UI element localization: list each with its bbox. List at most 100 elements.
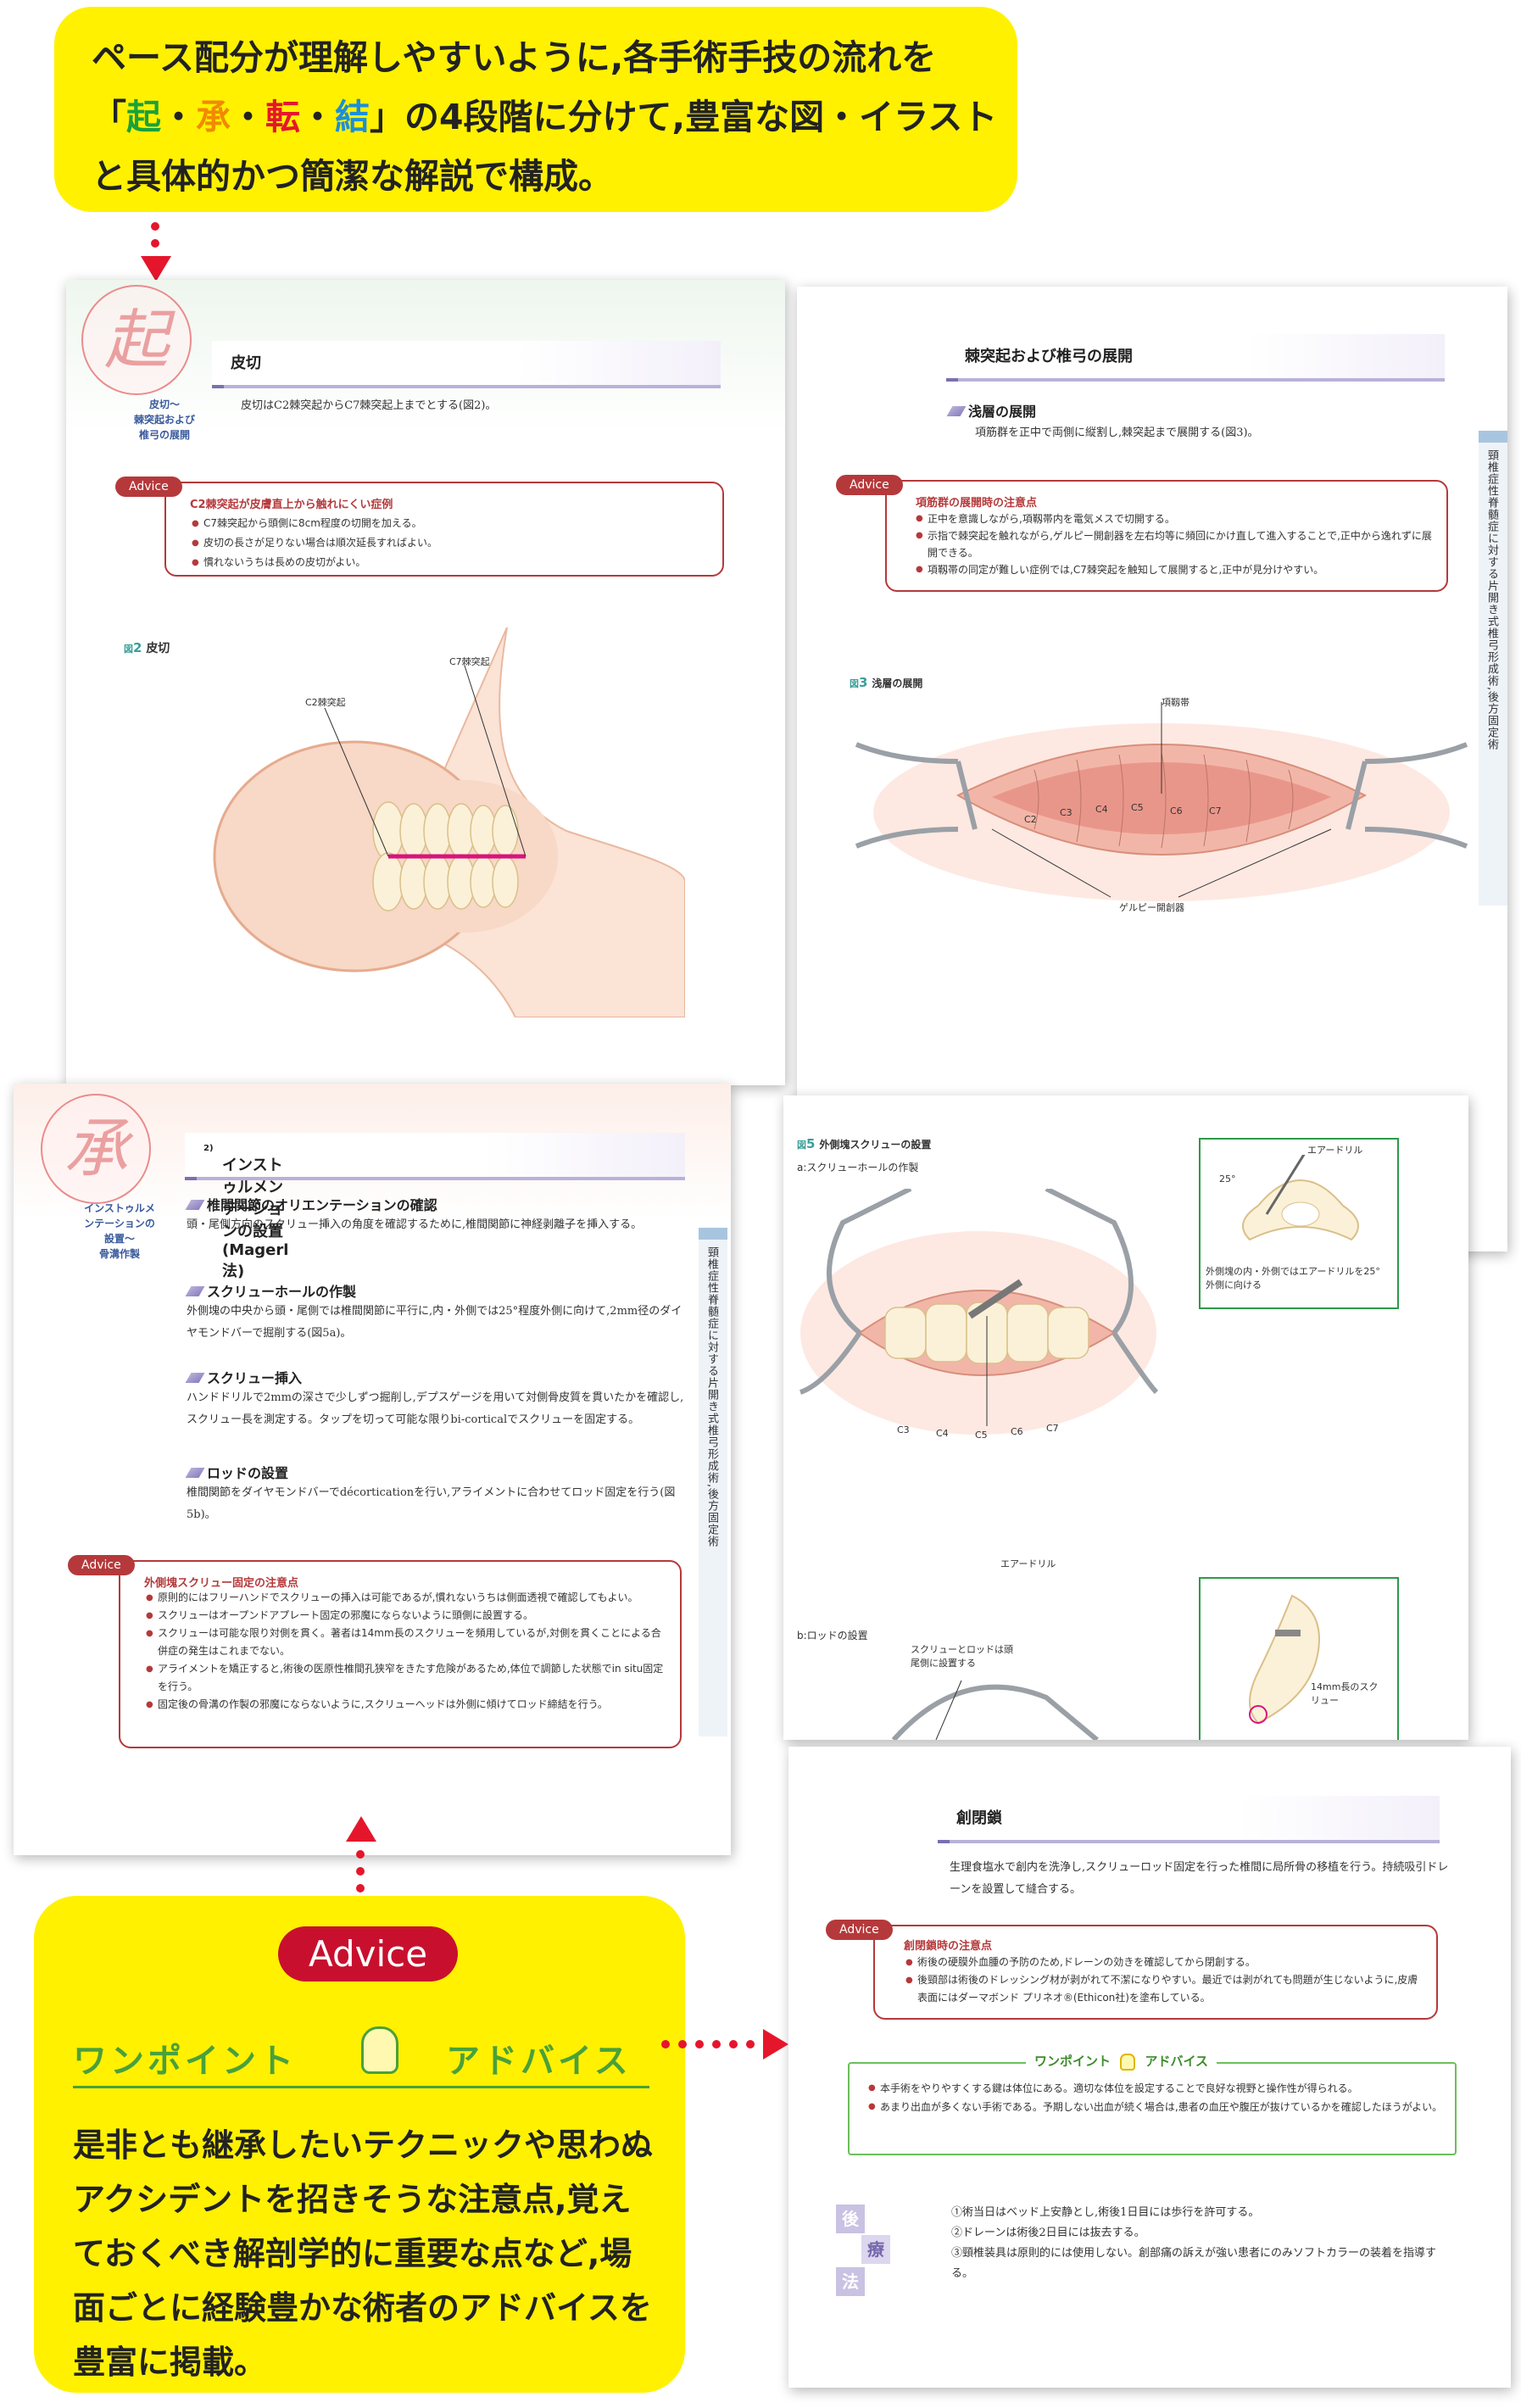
advice-list: 術後の硬膜外血腫の予防のため,ドレーンの効きを確認してから閉創する。 後頸部は術… (905, 1954, 1423, 2007)
connector-dot (356, 1884, 365, 1892)
advice-tag: Advice (836, 475, 903, 495)
kanji-ketsu: 結 (335, 97, 370, 137)
advice-callout-text: 是非とも継承したいテクニックや思わぬアクシデントを招きそうな注意点,覚えておくべ… (73, 2127, 654, 2381)
label-screw-rod: スクリューとロッドは頭尾側に設置する (911, 1644, 1013, 1669)
connector-dot (661, 2040, 670, 2048)
side-tab (699, 1228, 727, 1736)
vertebra-label: C4 (1095, 804, 1108, 815)
subheading: 浅層の展開 (950, 400, 1036, 421)
figure-caption: 図3 浅層の展開 (850, 675, 923, 690)
label-air-drill: エアードリル (1307, 1145, 1363, 1156)
section-label: インストゥルメ ンテーションの 設置〜 骨溝作製 (84, 1202, 155, 1260)
lightbulb-icon (361, 2026, 398, 2074)
connector-dot (712, 2040, 721, 2048)
connector-dot (356, 1867, 365, 1876)
subheading: スクリュー挿入 (188, 1367, 302, 1387)
inset-a-caption: 外側塊の内・外側ではエアードリルを25°外側に向ける (1206, 1266, 1380, 1290)
arrow-down-icon (141, 256, 171, 281)
kanji-ten: 転 (265, 97, 300, 137)
advice-callout: Advice ワンポイント アドバイス 是非とも継承したいテクニックや思わぬアク… (34, 1896, 685, 2393)
postop-item: ①術当日はベッド上安静とし,術後1日目には歩行を許可する。 (951, 2206, 1260, 2219)
body-text: 頭・尾側方向のスクリュー挿入の角度を確認するために,椎間関節に神経剥離子を挿入す… (187, 1218, 643, 1231)
figure-rod-illustration (891, 1680, 1099, 1740)
advice-title: C2棘突起が皮膚直上から触れにくい症例 (190, 499, 393, 511)
figure-neck-illustration (213, 627, 685, 1017)
side-tab-text: 頸椎症性脊髄症に対する片開き式椎弓形成術,後方固定術 (705, 1246, 718, 1548)
advice-title: 項筋群の展開時の注意点 (916, 497, 1038, 510)
advice-badge: Advice (278, 1926, 459, 1982)
advice-title: 創閉鎖時の注意点 (904, 1940, 993, 1953)
vertebra-label: C7 (1209, 805, 1222, 817)
label-c2: C2棘突起 (305, 697, 346, 708)
inset-a-vertebra (1242, 1155, 1359, 1241)
page-heading: 棘突起および椎弓の展開 (946, 334, 1445, 382)
advice-tag: Advice (826, 1920, 893, 1940)
advice-tag: Advice (115, 477, 182, 497)
body-text: 皮切はC2棘突起からC7棘突起上までとする(図2)。 (241, 399, 497, 412)
label-air-drill-main: エアードリル (1000, 1558, 1056, 1569)
intro-line-1: ペース配分が理解しやすいように,各手術手技の流れを (92, 37, 937, 78)
lightbulb-icon (1120, 2053, 1136, 2071)
advice-tag: Advice (68, 1555, 135, 1575)
section-label: 皮切〜 棘突起および 椎弓の展開 (133, 399, 195, 441)
connector-dot (151, 222, 159, 231)
page-screw-figure: 図5 外側塊スクリューの設置 a:スクリューホールの作製 エアードリル 25° … (783, 1095, 1468, 1740)
connector-dot (356, 1850, 365, 1859)
body-text: 生理食塩水で創内を洗浄し,スクリューロッド固定を行った椎間に局所骨の移植を行う。… (950, 1861, 1449, 1896)
vertebra-label: C3 (1060, 807, 1072, 818)
connector-dot (746, 2040, 755, 2048)
label-angle: 25° (1219, 1173, 1236, 1184)
body-text: ハンドドリルで2mmの深さで少しずつ掘削し,デプスゲージを用いて対側骨皮質を貫い… (187, 1391, 684, 1426)
body-text: 外側塊の中央から頭・尾側では椎間関節に平行に,内・外側では25°程度外側に向けて… (187, 1305, 682, 1340)
advice-list: C7棘突起から頭側に8cm程度の切開を加える。 皮切の長さが足りない場合は順次延… (192, 514, 709, 572)
vertebra-label: C4 (936, 1428, 949, 1439)
figure-caption: 図5 外側塊スクリューの設置 (797, 1136, 932, 1151)
vertebra-label: C5 (1131, 802, 1144, 813)
kanji-sho: 承 (196, 97, 231, 137)
connector-dot (729, 2040, 738, 2048)
figure-retractor-illustration (855, 702, 1468, 901)
figure-screw-illustration (799, 1189, 1159, 1435)
vertebra-label: C7 (1046, 1423, 1059, 1434)
subheading: 椎間関節のオリエンテーションの確認 (188, 1194, 437, 1214)
onepoint-header: ワンポイント アドバイス (73, 2026, 649, 2088)
kanji-ki-mark: 起 (81, 285, 192, 395)
arrow-up-icon (346, 1816, 376, 1842)
page-skin-incision: 起 皮切〜 棘突起および 椎弓の展開 皮切 皮切はC2棘突起からC7棘突起上まで… (66, 280, 785, 1085)
body-text: 椎間関節をダイヤモンドバーでdécorticationを行い,アライメントに合わ… (187, 1486, 676, 1521)
label-c7: C7棘突起 (449, 656, 490, 667)
intro-line-2: 「起・承・転・結」の4段階に分けて,豊富な図・イラスト (92, 97, 998, 137)
intro-callout: ペース配分が理解しやすいように,各手術手技の流れを 「起・承・転・結」の4段階に… (54, 7, 1017, 212)
subfigure-a-label: a:スクリューホールの作製 (797, 1162, 919, 1173)
label-ligament: 項靱帯 (1162, 697, 1190, 708)
page-spinous-exposure: 棘突起および椎弓の展開 浅層の展開 項筋群を正中で両側に縦割し,棘突起まで展開す… (797, 287, 1507, 1251)
advice-list: 原則的にはフリーハンドでスクリューの挿入は可能であるが,慣れないうちは側面透視で… (146, 1589, 666, 1714)
postop-item: ②ドレーンは術後2日目には抜去する。 (951, 2227, 1145, 2239)
vertebra-label: C6 (1170, 805, 1183, 817)
page-heading: インストゥルメンテーションの設置(Magerl法)2) (185, 1133, 685, 1280)
page-heading: 皮切 (212, 341, 721, 388)
onepoint-list: 本手術をやりやすくする鍵は体位にある。適切な体位を設定することで良好な視野と操作… (868, 2079, 1445, 2116)
advice-title: 外側塊スクリュー固定の注意点 (144, 1577, 299, 1590)
page-heading: 創閉鎖 (938, 1796, 1440, 1843)
subfigure-b-label: b:ロッドの設置 (797, 1630, 868, 1642)
kanji-ki: 起 (126, 97, 161, 137)
body-text: 項筋群を正中で両側に縦割し,棘突起まで展開する(図3)。 (975, 426, 1259, 439)
advice-list: 正中を意識しながら,項靱帯内を電気メスで切開する。 示指で棘突起を触れながら,ゲ… (916, 510, 1433, 578)
subheading: ロッドの設置 (188, 1462, 288, 1482)
inset-b-spine (1249, 1594, 1320, 1725)
side-tab (1479, 431, 1507, 906)
connector-dot (695, 2040, 704, 2048)
arrow-right-icon (763, 2029, 788, 2060)
side-tab-text: 頸椎症性脊髄症に対する片開き式椎弓形成術,後方固定術 (1485, 449, 1498, 751)
page-wound-closure: 創閉鎖 生理食塩水で創内を洗浄し,スクリューロッド固定を行った椎間に局所骨の移植… (788, 1747, 1511, 2388)
onepoint-title: ワンポイント アドバイス (1026, 2052, 1217, 2071)
intro-line-3: と具体的かつ簡潔な解説で構成。 (92, 156, 613, 197)
kanji-sho-mark: 承 (41, 1094, 151, 1204)
vertebra-label: C3 (897, 1424, 910, 1435)
connector-dot (151, 239, 159, 248)
postop-mark: 後 療 法 (836, 2205, 895, 2315)
figure-caption: 図2 皮切 (124, 640, 170, 655)
page-instrumentation: 承 インストゥルメ ンテーションの 設置〜 骨溝作製 インストゥルメンテーション… (14, 1084, 731, 1855)
vertebra-label: C5 (975, 1430, 988, 1441)
